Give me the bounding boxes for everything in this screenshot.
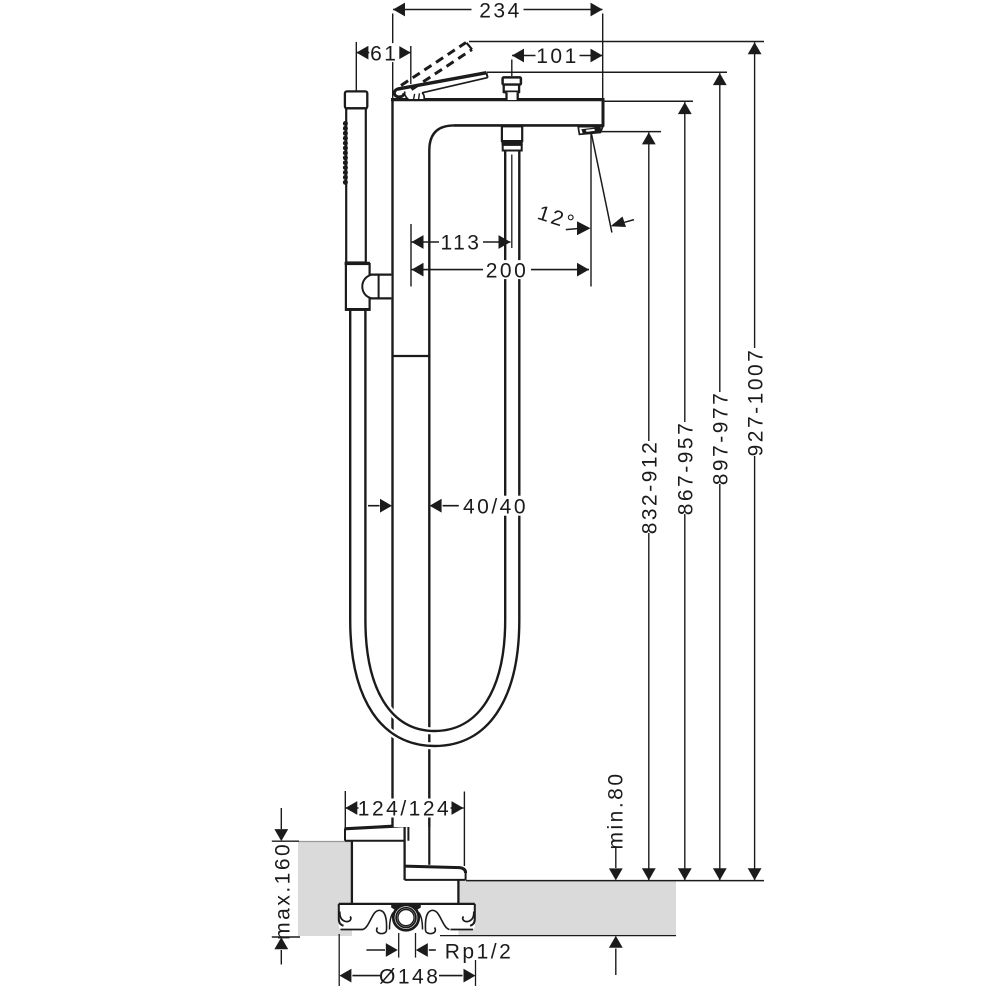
svg-text:Ø148: Ø148 [379, 966, 440, 989]
svg-text:113: 113 [441, 232, 482, 255]
svg-text:max.160: max.160 [271, 842, 294, 940]
svg-text:867-957: 867-957 [675, 421, 698, 516]
svg-text:40/40: 40/40 [463, 495, 528, 518]
svg-text:124/124: 124/124 [358, 797, 451, 820]
svg-text:832-912: 832-912 [639, 440, 662, 535]
svg-text:234: 234 [479, 0, 522, 23]
svg-text:200: 200 [486, 259, 529, 282]
svg-text:897-977: 897-977 [710, 391, 733, 486]
svg-text:61: 61 [370, 42, 398, 65]
svg-text:Rp1/2: Rp1/2 [445, 940, 514, 963]
svg-text:101: 101 [536, 45, 579, 68]
svg-text:min.80: min.80 [604, 771, 627, 849]
svg-text:927-1007: 927-1007 [744, 348, 767, 457]
